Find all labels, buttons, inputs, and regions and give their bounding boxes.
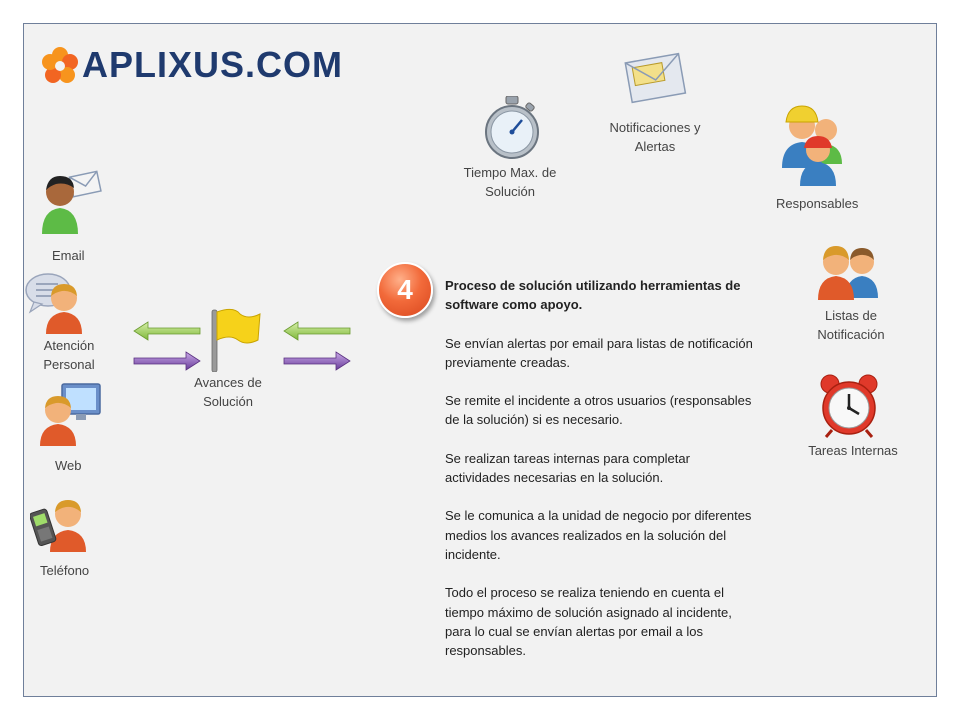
stopwatch-icon xyxy=(485,96,539,159)
listas-label: Listas de Notificación xyxy=(817,308,885,342)
arrows-right-pair xyxy=(283,321,351,371)
process-description: Proceso de solución utilizando herramien… xyxy=(445,276,755,679)
paragraph: Todo el proceso se realiza teniendo en c… xyxy=(445,585,732,659)
channel-label-email: Email xyxy=(52,248,85,263)
flag-label: Avances de Solución xyxy=(194,375,262,409)
alarm-clock-icon xyxy=(820,374,878,438)
envelope-label: Notificaciones y Alertas xyxy=(609,120,701,154)
paragraph-heading: Proceso de solución utilizando herramien… xyxy=(445,278,741,313)
flag-icon xyxy=(211,308,261,372)
logo-flower-icon xyxy=(42,47,78,83)
paragraph: Se remite el incidente a otros usuarios … xyxy=(445,393,752,428)
listas-people-icon xyxy=(818,246,878,300)
channel-label-atencion: Atención Personal xyxy=(43,338,95,372)
email-person-icon xyxy=(42,170,102,234)
stopwatch-label: Tiempo Max. de Solución xyxy=(463,165,557,199)
person-phone-icon xyxy=(30,500,86,552)
logo-text: APLIXUS.COM xyxy=(82,44,344,85)
channel-label-web: Web xyxy=(55,458,82,473)
paragraph: Se realizan tareas internas para complet… xyxy=(445,450,690,486)
responsables-label: Responsables xyxy=(776,196,859,211)
responsables-icon xyxy=(782,105,842,186)
paragraph: Se envían alertas por email para listas … xyxy=(445,335,753,370)
tareas-label: Tareas Internas xyxy=(808,443,898,458)
step-badge: 4 xyxy=(377,262,433,318)
person-computer-icon xyxy=(40,383,101,446)
person-speech-icon xyxy=(25,273,82,334)
envelope-icon xyxy=(624,52,687,104)
arrows-left-pair xyxy=(133,321,201,371)
paragraph: Se le comunica a la unidad de negocio po… xyxy=(445,508,752,562)
channel-label-telefono: Teléfono xyxy=(40,563,90,578)
